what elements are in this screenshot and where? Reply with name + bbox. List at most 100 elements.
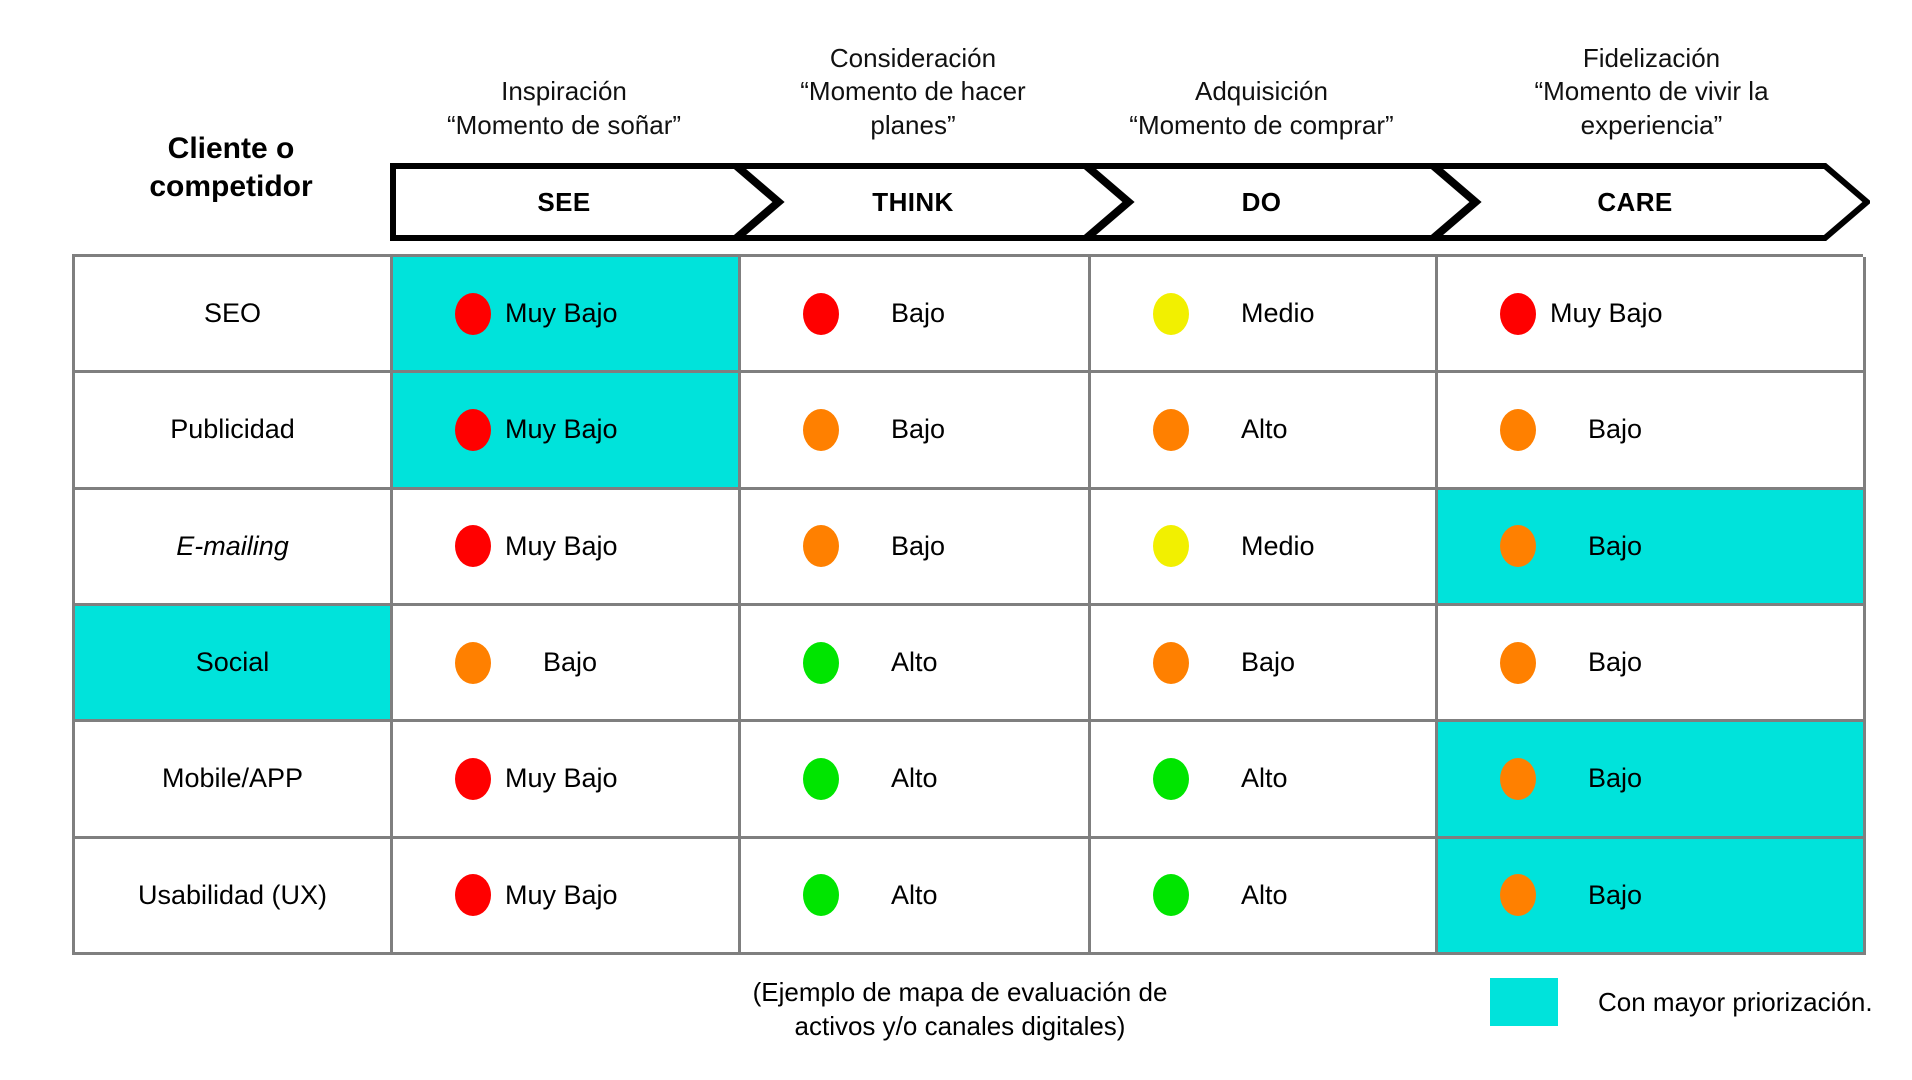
rating-label: Muy Bajo	[505, 879, 618, 910]
legend: Con mayor priorización.	[1490, 978, 1873, 1026]
rating-dot-icon	[803, 292, 839, 335]
row-label-text: Mobile/APP	[161, 763, 304, 794]
cell-publicidad-see[interactable]: Muy Bajo	[393, 373, 741, 490]
row-label-0[interactable]: SEO	[75, 257, 393, 374]
legend-swatch-priority	[1490, 978, 1558, 1026]
rating-dot-icon	[1500, 641, 1536, 684]
cell-usabilidad-ux-see[interactable]: Muy Bajo	[393, 838, 741, 955]
cell-usabilidad-ux-think[interactable]: Alto	[741, 838, 1091, 955]
rating-label: Bajo	[1588, 879, 1643, 910]
cell-mobile-app-do[interactable]: Alto	[1091, 722, 1438, 839]
rating-dot-icon	[803, 757, 839, 800]
rating-label: Medio	[1241, 298, 1315, 329]
chevron-care	[1426, 163, 1870, 241]
rating-label: Alto	[891, 763, 938, 794]
phase-caption-subtitle-think-0: “Momento de hacer	[800, 76, 1026, 107]
row-label-4[interactable]: Mobile/APP	[75, 722, 393, 839]
phase-label-think: THINK	[872, 186, 954, 217]
phase-caption-subtitle-care-0: “Momento de vivir la	[1534, 76, 1769, 107]
cell-mobile-app-care[interactable]: Bajo	[1438, 722, 1866, 839]
footer-note-line1: (Ejemplo de mapa de evaluación de	[752, 977, 1168, 1007]
phase-caption-do: Adquisición“Momento de comprar”	[1088, 22, 1435, 142]
phase-label-care: CARE	[1597, 186, 1673, 217]
cell-seo-care[interactable]: Muy Bajo	[1438, 257, 1866, 374]
rating-dot-icon	[803, 641, 839, 684]
cell-usabilidad-ux-care[interactable]: Bajo	[1438, 838, 1866, 955]
rating-label: Bajo	[1241, 647, 1296, 678]
phase-label-do: DO	[1241, 186, 1282, 217]
corner-title-line1: Cliente o	[167, 132, 295, 165]
rating-label: Bajo	[1588, 414, 1643, 445]
rating-dot-icon	[1153, 292, 1189, 335]
rating-dot-icon	[803, 525, 839, 568]
row-label-text: SEO	[203, 298, 262, 329]
rating-dot-icon	[803, 874, 839, 917]
rating-label: Muy Bajo	[1550, 298, 1663, 329]
rating-label: Muy Bajo	[505, 530, 618, 561]
row-label-1[interactable]: Publicidad	[75, 373, 393, 490]
row-label-text: Publicidad	[170, 414, 295, 445]
phase-label-see: SEE	[537, 186, 591, 217]
phase-caption-title-think: Consideración	[829, 43, 997, 74]
rating-dot-icon	[1153, 408, 1189, 451]
row-label-2[interactable]: E-mailing	[75, 489, 393, 606]
cell-mobile-app-think[interactable]: Alto	[741, 722, 1091, 839]
rating-label: Alto	[1241, 879, 1288, 910]
row-label-3[interactable]: Social	[75, 606, 393, 723]
legend-label: Con mayor priorización.	[1598, 987, 1873, 1017]
cell-e-mailing-care[interactable]: Bajo	[1438, 489, 1866, 606]
rating-label: Muy Bajo	[505, 298, 618, 329]
rating-dot-icon	[1153, 874, 1189, 917]
cell-publicidad-think[interactable]: Bajo	[741, 373, 1091, 490]
cell-usabilidad-ux-do[interactable]: Alto	[1091, 838, 1438, 955]
footer-note: (Ejemplo de mapa de evaluación de activo…	[700, 976, 1220, 1044]
rating-dot-icon	[1500, 292, 1536, 335]
phase-caption-subtitle-think-1: planes”	[870, 109, 956, 140]
rating-dot-icon	[1153, 641, 1189, 684]
rating-dot-icon	[455, 292, 491, 335]
rating-dot-icon	[455, 408, 491, 451]
rating-dot-icon	[455, 641, 491, 684]
rating-dot-icon	[455, 525, 491, 568]
cell-publicidad-do[interactable]: Alto	[1091, 373, 1438, 490]
cell-e-mailing-do[interactable]: Medio	[1091, 489, 1438, 606]
phase-caption-title-see: Inspiración	[501, 76, 627, 107]
cell-social-see[interactable]: Bajo	[393, 606, 741, 723]
phase-caption-title-do: Adquisición	[1195, 76, 1328, 107]
phase-caption-subtitle-care-1: experiencia”	[1580, 109, 1723, 140]
row-label-5[interactable]: Usabilidad (UX)	[75, 838, 393, 955]
corner-title: Cliente o competidor	[72, 130, 390, 207]
rating-dot-icon	[1153, 525, 1189, 568]
phase-caption-see: Inspiración“Momento de soñar”	[390, 22, 738, 142]
cell-e-mailing-think[interactable]: Bajo	[741, 489, 1091, 606]
phase-caption-title-care: Fidelización	[1582, 43, 1721, 74]
cell-seo-think[interactable]: Bajo	[741, 257, 1091, 374]
cell-seo-do[interactable]: Medio	[1091, 257, 1438, 374]
cell-social-do[interactable]: Bajo	[1091, 606, 1438, 723]
cell-e-mailing-see[interactable]: Muy Bajo	[393, 489, 741, 606]
rating-dot-icon	[455, 757, 491, 800]
rating-dot-icon	[1500, 525, 1536, 568]
cell-social-think[interactable]: Alto	[741, 606, 1091, 723]
rating-dot-icon	[1500, 408, 1536, 451]
rating-label: Medio	[1241, 530, 1315, 561]
cell-publicidad-care[interactable]: Bajo	[1438, 373, 1866, 490]
rating-label: Alto	[891, 879, 938, 910]
rating-label: Bajo	[1588, 530, 1643, 561]
cell-seo-see[interactable]: Muy Bajo	[393, 257, 741, 374]
rating-dot-icon	[1500, 757, 1536, 800]
rating-dot-icon	[1153, 757, 1189, 800]
rating-label: Bajo	[1588, 763, 1643, 794]
rating-label: Alto	[1241, 414, 1288, 445]
phase-chevron-band: SEE THINK DO CARE	[390, 163, 1870, 241]
cell-social-care[interactable]: Bajo	[1438, 606, 1866, 723]
phase-caption-subtitle-do-0: “Momento de comprar”	[1129, 109, 1394, 140]
rating-label: Bajo	[891, 298, 946, 329]
cell-mobile-app-see[interactable]: Muy Bajo	[393, 722, 741, 839]
rating-label: Alto	[891, 647, 938, 678]
rating-dot-icon	[803, 408, 839, 451]
rating-label: Bajo	[1588, 647, 1643, 678]
